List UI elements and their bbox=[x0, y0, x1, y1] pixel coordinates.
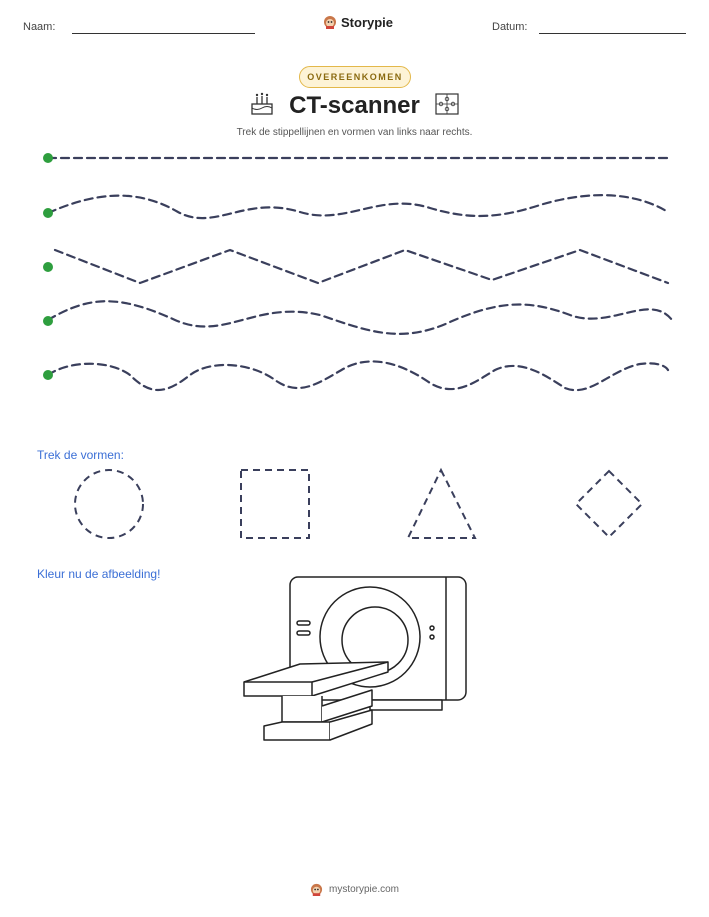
storypie-mascot-icon bbox=[310, 883, 323, 896]
tracing-lines[interactable] bbox=[0, 140, 709, 400]
brand-logo: Storypie bbox=[323, 14, 393, 30]
shape-triangle bbox=[406, 467, 477, 539]
footer-url[interactable]: mystorypie.com bbox=[328, 884, 399, 895]
instructions: Trek de stippellijnen en vormen van link… bbox=[236, 127, 473, 138]
title-text: CT-scanner bbox=[289, 92, 420, 119]
ct-scanner-illustration[interactable] bbox=[238, 572, 470, 744]
footer: mystorypie.com bbox=[0, 882, 709, 897]
name-label: Naam: bbox=[23, 21, 56, 33]
tracing-shapes[interactable] bbox=[0, 460, 709, 550]
category-badge: OVEREENKOMEN bbox=[299, 66, 411, 88]
start-dot-3 bbox=[43, 262, 53, 272]
tracing-line-zigzag bbox=[53, 248, 670, 285]
date-label: Datum: bbox=[492, 21, 528, 33]
shape-circle bbox=[74, 469, 144, 539]
tracing-line-wave-3 bbox=[46, 360, 670, 392]
name-line[interactable] bbox=[72, 33, 255, 34]
birthday-cake-icon bbox=[251, 92, 273, 115]
shape-diamond bbox=[574, 469, 644, 539]
start-dot-4 bbox=[43, 316, 53, 326]
puzzle-icon bbox=[435, 93, 459, 115]
tracing-line-wave-1 bbox=[46, 194, 670, 220]
tracing-line-wave-2 bbox=[46, 300, 674, 335]
shapes-heading: Trek de vormen: bbox=[37, 448, 124, 462]
start-dot-5 bbox=[43, 370, 53, 380]
shape-square bbox=[240, 469, 310, 539]
start-dot-2 bbox=[43, 208, 53, 218]
start-dot-1 bbox=[43, 153, 53, 163]
storypie-mascot-icon bbox=[324, 16, 336, 29]
color-heading: Kleur nu de afbeelding! bbox=[37, 567, 161, 581]
brand-name: Storypie bbox=[341, 14, 394, 30]
date-line[interactable] bbox=[539, 33, 686, 34]
page-title: CT-scanner bbox=[0, 92, 709, 120]
